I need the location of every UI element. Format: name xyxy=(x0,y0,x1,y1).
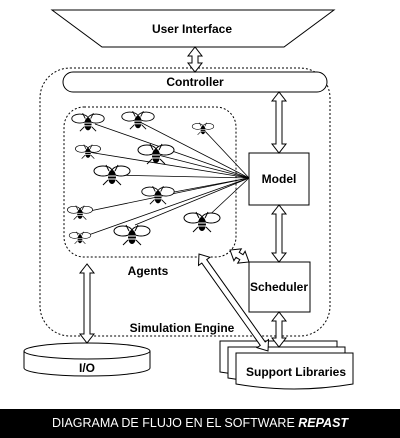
model-label: Model xyxy=(262,172,297,186)
bee-icon xyxy=(71,112,105,132)
agents-label: Agents xyxy=(128,264,169,278)
bee-icon xyxy=(113,224,151,246)
bee-icon xyxy=(191,122,215,136)
scheduler-box[interactable] xyxy=(248,261,311,313)
agents-group xyxy=(67,110,221,246)
support-libraries-label: Support Libraries xyxy=(246,365,346,379)
arrow-controller-model xyxy=(270,91,288,154)
io-cylinder[interactable] xyxy=(23,342,151,377)
bee-icon xyxy=(75,144,101,159)
bee-icon xyxy=(121,110,155,130)
bee-icon xyxy=(68,231,92,245)
bee-icon xyxy=(183,211,221,233)
caption-emphasis: REPAST xyxy=(298,416,349,430)
repast-flow-diagram: User Interface Controller Model Schedule… xyxy=(23,9,354,390)
bee-icon xyxy=(137,143,175,165)
model-box[interactable] xyxy=(248,152,310,206)
support-libraries-stack[interactable] xyxy=(219,340,354,390)
caption-text: DIAGRAMA DE FLUJO EN EL SOFTWARE xyxy=(51,416,299,430)
simulation-engine-boundary xyxy=(39,67,331,337)
scheduler-label: Scheduler xyxy=(250,280,308,294)
user-interface-shape[interactable] xyxy=(50,9,336,48)
agents-boundary xyxy=(63,106,237,258)
controller-label: Controller xyxy=(166,75,224,89)
bee-icon xyxy=(67,205,93,220)
arrow-scheduler-libraries xyxy=(270,311,288,348)
agent-model-links xyxy=(79,121,250,239)
arrows xyxy=(78,46,288,352)
bee-icon xyxy=(93,164,131,186)
arrow-agents-io xyxy=(78,263,96,344)
caption-bar: DIAGRAMA DE FLUJO EN EL SOFTWARE REPAST xyxy=(0,409,400,438)
bee-icon xyxy=(141,185,175,205)
arrow-ui-controller xyxy=(186,46,204,73)
arrow-model-scheduler xyxy=(270,204,288,263)
io-label: I/O xyxy=(79,361,95,375)
user-interface-label: User Interface xyxy=(152,22,232,36)
arrow-agents-scheduler xyxy=(229,248,250,264)
simulation-engine-label: Simulation Engine xyxy=(130,321,235,335)
arrow-agents-libraries xyxy=(197,253,270,352)
